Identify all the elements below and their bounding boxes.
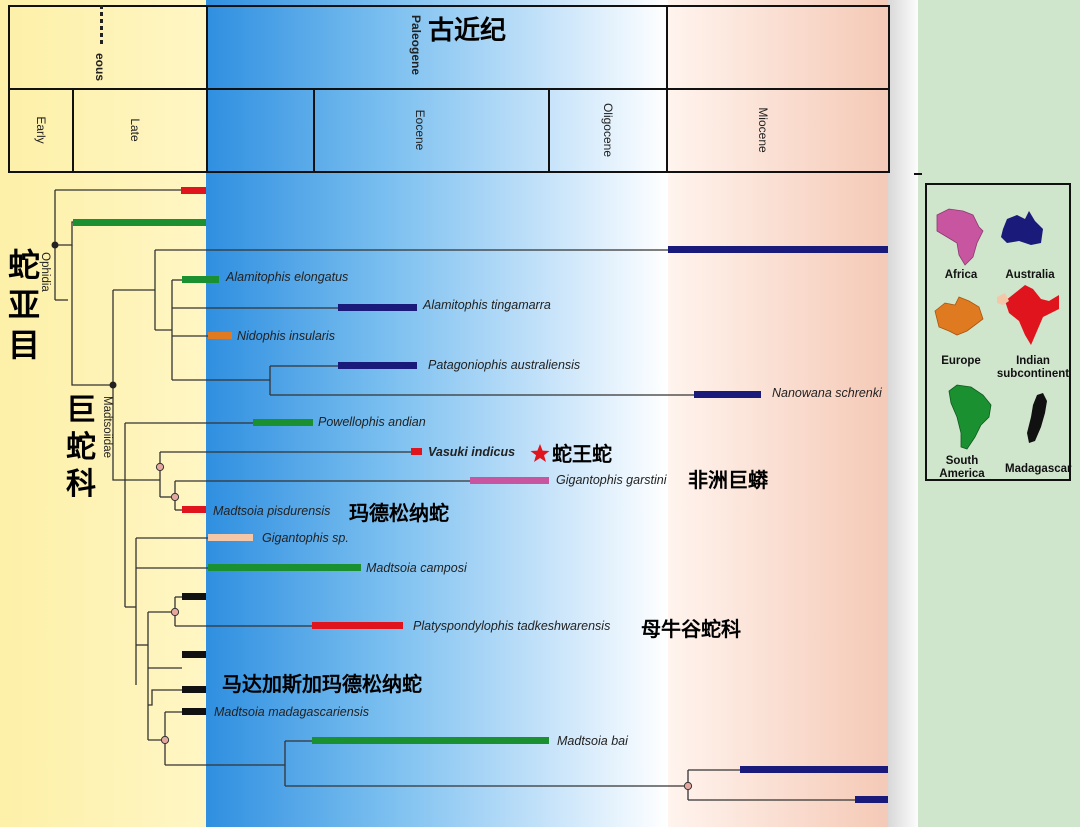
bar-powellophis <box>253 419 313 426</box>
bar-pisdurensis <box>182 506 206 513</box>
legend-tick <box>914 173 922 175</box>
indian-light-icon <box>997 293 1009 305</box>
bar-nanowana <box>694 391 761 398</box>
madtsoiidae-cn-label: 巨 蛇 科 <box>64 392 98 503</box>
legend-africa: Africa <box>944 269 978 281</box>
bar-gigantophis-sp <box>208 534 253 541</box>
header-divider <box>8 88 890 90</box>
africa-map-icon <box>936 208 984 266</box>
node-madtsoiidae <box>109 381 117 389</box>
cn-label-vasuki: 蛇王蛇 <box>552 442 612 466</box>
header-dashed-mark <box>100 5 103 45</box>
madtsoiidae-cn-char: 巨 <box>66 393 96 428</box>
vasuki-star-icon <box>530 444 550 462</box>
bar-platyspondylophis <box>312 622 403 629</box>
bar-aus-late1 <box>740 766 888 773</box>
cn-label-pisdurensis: 玛德松纳蛇 <box>349 501 449 525</box>
label-alamitophis-elongatus: Alamitophis elongatus <box>226 270 349 284</box>
label-alamitophis-tingamarra: Alamitophis tingamarra <box>423 298 551 312</box>
europe-map-icon <box>934 296 984 336</box>
bar-madagascariensis <box>182 708 206 715</box>
ophidia-cn-label: 蛇 亚 目 <box>6 245 42 365</box>
node-marker <box>155 462 165 472</box>
node-ophidia <box>51 241 59 249</box>
cn-label-gigantophis: 非洲巨蟒 <box>688 468 768 492</box>
madtsoiidae-cn-char: 蛇 <box>66 430 96 465</box>
ophidia-latin-label: Ophidia <box>39 252 51 292</box>
label-patagoniophis: Patagoniophis australiensis <box>428 358 581 372</box>
bar-unnamed-black1 <box>182 593 206 600</box>
label-madagascariensis: Madtsoia madagascariensis <box>214 705 369 719</box>
indian-subcontinent-map-icon <box>1005 285 1059 345</box>
early-late-divider <box>72 88 74 173</box>
label-gigantophis-sp: Gigantophis sp. <box>262 531 349 545</box>
madtsoiidae-cn-char: 科 <box>66 467 96 502</box>
paleogene-band <box>206 0 668 827</box>
madtsoiidae-latin-label: Madtsoiidae <box>101 395 113 458</box>
bar-unnamed-australia <box>668 246 888 253</box>
south-america-map-icon <box>948 384 992 450</box>
miocene-band <box>668 0 918 827</box>
madagascar-map-icon <box>1027 393 1047 443</box>
paleogene-cn-title: 古近纪 <box>428 16 507 46</box>
branch-unnamed-mad2 <box>148 689 182 706</box>
label-powellophis: Powellophis andian <box>318 415 426 429</box>
bar-vasuki <box>411 448 422 455</box>
legend-madagascar: Madagascar <box>1005 463 1072 475</box>
bar-camposi <box>208 564 361 571</box>
bar-alamitophis-elongatus <box>182 276 219 283</box>
ophidia-cn-char: 亚 <box>7 286 40 324</box>
ophidia-cn-char: 目 <box>7 326 40 364</box>
legend-australia: Australia <box>1005 269 1055 281</box>
node-marker <box>160 735 170 745</box>
legend: Africa Australia Europe Indian subcontin… <box>925 183 1071 481</box>
paleocene-eocene-divider <box>313 88 315 173</box>
bar-patagoniophis <box>338 362 417 369</box>
label-platyspondylophis: Platyspondylophis tadkeshwarensis <box>413 619 611 633</box>
bar-nidophis <box>208 332 232 339</box>
bar-aus-late2 <box>855 796 888 803</box>
legend-background <box>918 0 1080 827</box>
label-madtsoia-bai: Madtsoia bai <box>557 734 628 748</box>
label-nanowana: Nanowana schrenki <box>772 386 882 400</box>
label-vasuki: Vasuki indicus <box>428 445 516 459</box>
bar-top-indian <box>181 187 206 194</box>
ophidia-cn-char: 蛇 <box>7 246 40 284</box>
label-camposi: Madtsoia camposi <box>366 561 467 575</box>
bar-madtsoia-bai <box>312 737 549 744</box>
label-pisdurensis: Madtsoia pisdurensis <box>213 504 331 518</box>
legend-south-america: South America <box>939 455 985 480</box>
label-nidophis: Nidophis insularis <box>237 329 335 343</box>
lower-clade-link <box>112 385 125 481</box>
legend-indian: Indian subcontinent <box>996 355 1070 380</box>
australia-map-icon <box>1001 211 1043 245</box>
legend-maps <box>934 208 1059 450</box>
eocene-oligocene-divider <box>548 88 550 173</box>
node-marker <box>170 607 180 617</box>
legend-europe: Europe <box>941 355 981 367</box>
branch-madtsoiidae <box>71 245 113 386</box>
bar-top-southamerica <box>73 219 206 226</box>
label-gigantophis-garstini: Gigantophis garstini <box>556 473 667 487</box>
node-marker <box>170 492 180 502</box>
time-gap-band <box>888 0 920 827</box>
cn-label-platy: 母牛谷蛇科 <box>641 617 741 641</box>
bar-gigantophis <box>470 477 549 484</box>
node-marker <box>683 781 693 791</box>
cretaceous-band <box>0 0 206 827</box>
bar-alamitophis-tingamarra <box>338 304 417 311</box>
bar-unnamed-black3 <box>182 686 206 693</box>
bar-unnamed-black2 <box>182 651 206 658</box>
cn-label-madagascar: 马达加斯加玛德松纳蛇 <box>222 672 422 696</box>
